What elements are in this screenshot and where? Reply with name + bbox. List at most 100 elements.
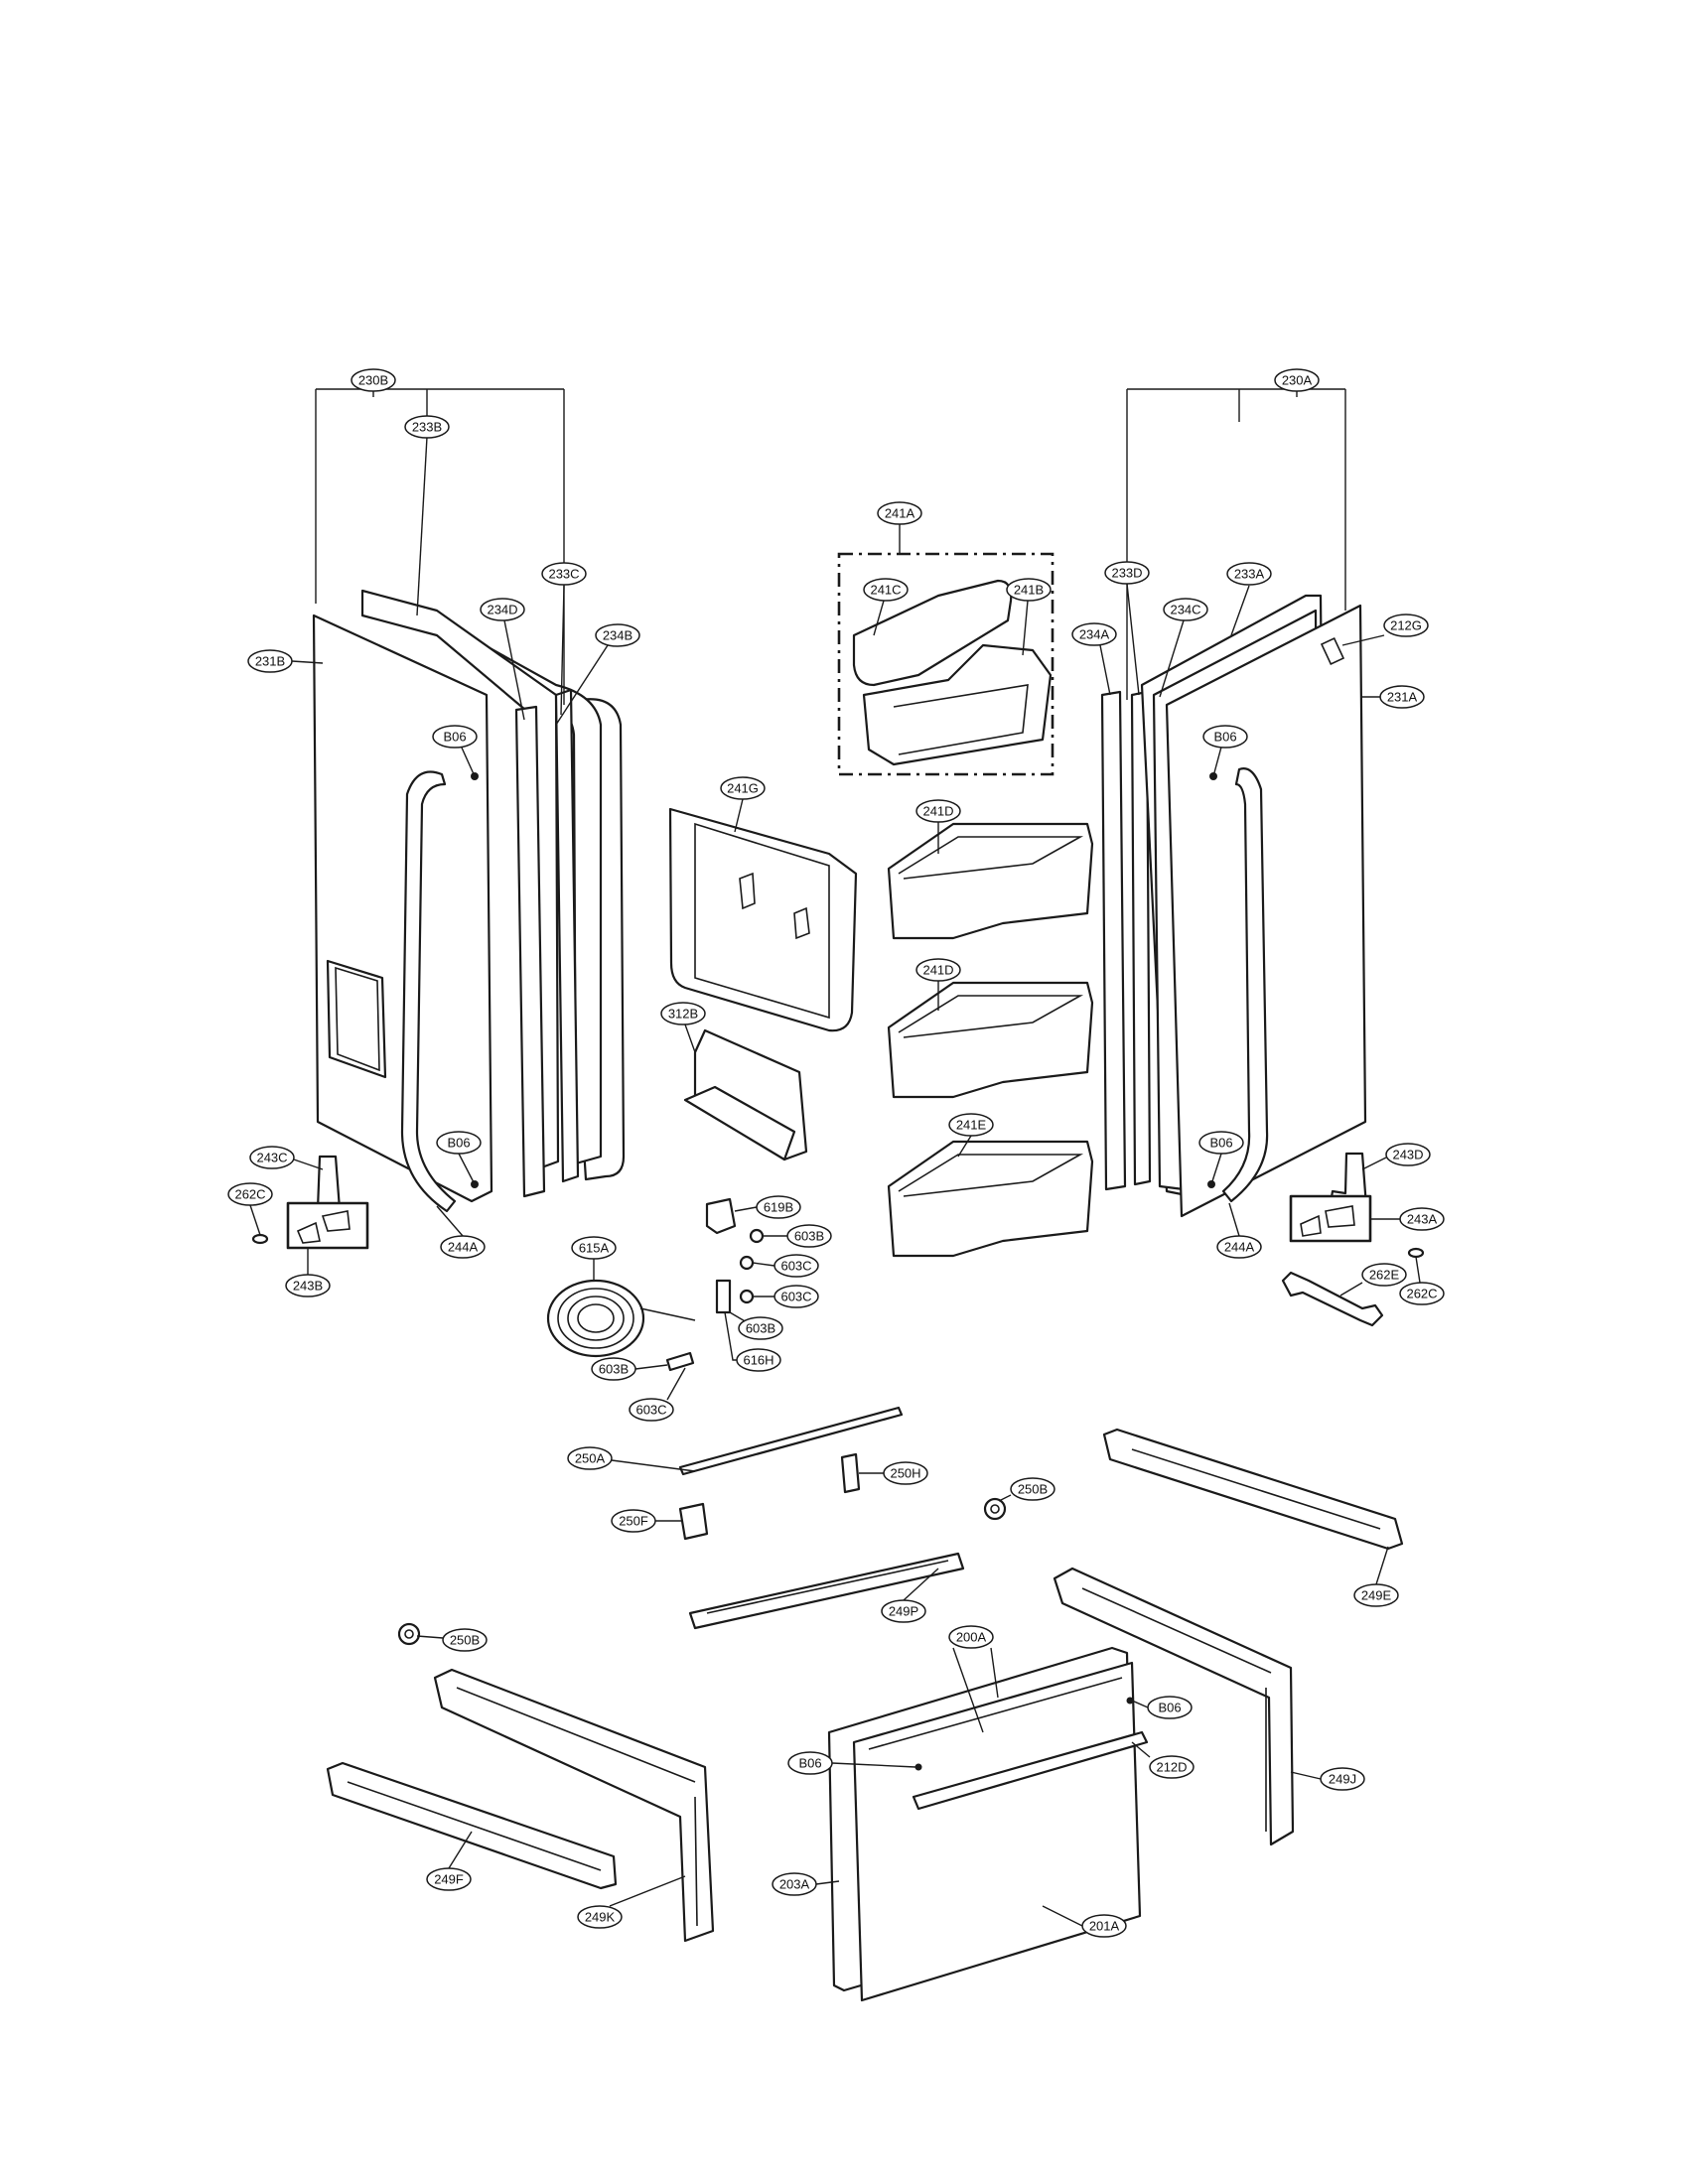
fitting-616H bbox=[715, 1279, 732, 1314]
callout-234A: 234A bbox=[1071, 622, 1117, 646]
door-pocket-241G bbox=[668, 807, 858, 1032]
leader-241B bbox=[1022, 600, 1029, 656]
leader-249E bbox=[1375, 1546, 1389, 1585]
callout-text: 243A bbox=[1407, 1212, 1438, 1227]
callout-oval bbox=[1071, 622, 1117, 646]
callout-oval bbox=[591, 1357, 636, 1381]
left-door-dispenser-window bbox=[326, 959, 387, 1079]
callout-text: 241E bbox=[956, 1118, 987, 1133]
drawer-handle-212D bbox=[912, 1730, 1149, 1811]
callout-text: 203A bbox=[779, 1877, 810, 1892]
callout-oval bbox=[1320, 1767, 1365, 1791]
callout-text: 250B bbox=[1018, 1482, 1048, 1497]
leader-603B3 bbox=[634, 1364, 668, 1370]
callout-text: 233B bbox=[412, 420, 442, 435]
callout-text: 249F bbox=[434, 1872, 464, 1887]
left-door-assembly bbox=[251, 589, 626, 1250]
door-bin-241D-top bbox=[887, 822, 1094, 940]
bin-tray-inner bbox=[893, 684, 1029, 755]
callout-oval bbox=[883, 1461, 928, 1485]
callout-603B2: 603B bbox=[738, 1316, 783, 1340]
callout-oval bbox=[440, 1235, 486, 1259]
leader-249F bbox=[448, 1831, 473, 1869]
callout-603C2: 603C bbox=[774, 1285, 819, 1308]
callout-oval bbox=[787, 1751, 833, 1775]
door-bin-241E-rim bbox=[898, 1154, 1084, 1197]
callout-text: B06 bbox=[447, 1136, 470, 1151]
leader-806L2 bbox=[458, 1153, 476, 1185]
callout-212D: 212D bbox=[1149, 1755, 1195, 1779]
bin-cover-241C bbox=[852, 579, 1013, 687]
leader-212D bbox=[1131, 1741, 1151, 1758]
callout-806L: B06 bbox=[432, 725, 478, 749]
callout-oval bbox=[1006, 578, 1052, 602]
bin-assemblies bbox=[668, 552, 1094, 1258]
leader-231B bbox=[291, 660, 324, 664]
callout-text: 250B bbox=[450, 1633, 480, 1648]
callout-200A: 200A bbox=[948, 1625, 994, 1649]
callout-oval bbox=[774, 1254, 819, 1278]
callout-oval bbox=[948, 1625, 994, 1649]
drawer-rail-249E-slot bbox=[1131, 1448, 1381, 1530]
leader-619B bbox=[734, 1206, 758, 1212]
callout-oval bbox=[1226, 562, 1272, 586]
callout-text: 243D bbox=[1392, 1148, 1423, 1162]
callout-text: 262C bbox=[234, 1187, 265, 1202]
tube-fitting-603B bbox=[665, 1351, 695, 1372]
callout-250B2: 250B bbox=[442, 1628, 488, 1652]
callout-text: 603B bbox=[794, 1229, 824, 1244]
callout-244AL: 244A bbox=[440, 1235, 486, 1259]
callout-oval bbox=[1353, 1583, 1399, 1607]
leader-249K bbox=[609, 1875, 686, 1907]
tray-312B-base bbox=[683, 1085, 796, 1161]
callouts: 230B 233B 233C 234D 234B 231B B06 B06 24… bbox=[227, 368, 1445, 1938]
coil-tail bbox=[639, 1307, 696, 1321]
callout-text: 241B bbox=[1014, 583, 1044, 598]
callout-249J: 249J bbox=[1320, 1767, 1365, 1791]
leader-250A bbox=[611, 1459, 696, 1472]
callout-250F: 250F bbox=[611, 1509, 656, 1533]
leader-249P bbox=[903, 1568, 939, 1601]
drawer-screw-1 bbox=[1126, 1697, 1134, 1705]
right-bracket-part bbox=[1300, 1205, 1355, 1237]
callout-oval bbox=[720, 776, 766, 800]
callout-text: 230B bbox=[358, 373, 388, 388]
callout-oval bbox=[432, 725, 478, 749]
right-washer-262C bbox=[1407, 1247, 1425, 1259]
callout-233C: 233C bbox=[541, 562, 587, 586]
leader-250B2 bbox=[416, 1635, 444, 1639]
callout-text: 234A bbox=[1079, 627, 1110, 642]
leader-212G bbox=[1341, 634, 1385, 646]
callout-text: 262E bbox=[1369, 1268, 1400, 1283]
callout-243A: 243A bbox=[1399, 1207, 1445, 1231]
callout-oval bbox=[1399, 1282, 1445, 1305]
callout-806D2: B06 bbox=[787, 1751, 833, 1775]
callout-oval bbox=[863, 578, 909, 602]
callout-text: 233A bbox=[1234, 567, 1265, 582]
leader-806D1 bbox=[1131, 1700, 1149, 1708]
callout-text: 249E bbox=[1361, 1588, 1392, 1603]
door-bin-241D-mid bbox=[887, 981, 1094, 1099]
callout-oval bbox=[1383, 614, 1429, 637]
leader-806R2 bbox=[1210, 1153, 1222, 1185]
callout-262CR: 262C bbox=[1399, 1282, 1445, 1305]
callout-oval bbox=[480, 598, 525, 621]
callout-241D1: 241D bbox=[915, 799, 961, 823]
callout-oval bbox=[1149, 1755, 1195, 1779]
leader-200A bbox=[952, 1647, 999, 1733]
leader-241E bbox=[957, 1135, 972, 1158]
clip-250F bbox=[678, 1502, 709, 1541]
callout-233D: 233D bbox=[1104, 561, 1150, 585]
callout-234B: 234B bbox=[595, 623, 640, 647]
callout-oval bbox=[285, 1274, 331, 1297]
gear-250B-right bbox=[983, 1497, 1007, 1521]
callout-619B: 619B bbox=[756, 1195, 801, 1219]
clip-250H bbox=[840, 1452, 861, 1494]
left-door-strip-233C bbox=[554, 688, 580, 1183]
callout-241D2: 241D bbox=[915, 958, 961, 982]
callout-616H: 616H bbox=[736, 1348, 781, 1372]
callout-243C: 243C bbox=[249, 1146, 295, 1169]
leader-241G bbox=[734, 798, 744, 833]
callout-oval bbox=[1147, 1696, 1193, 1719]
bin-tray-241B bbox=[862, 643, 1053, 766]
